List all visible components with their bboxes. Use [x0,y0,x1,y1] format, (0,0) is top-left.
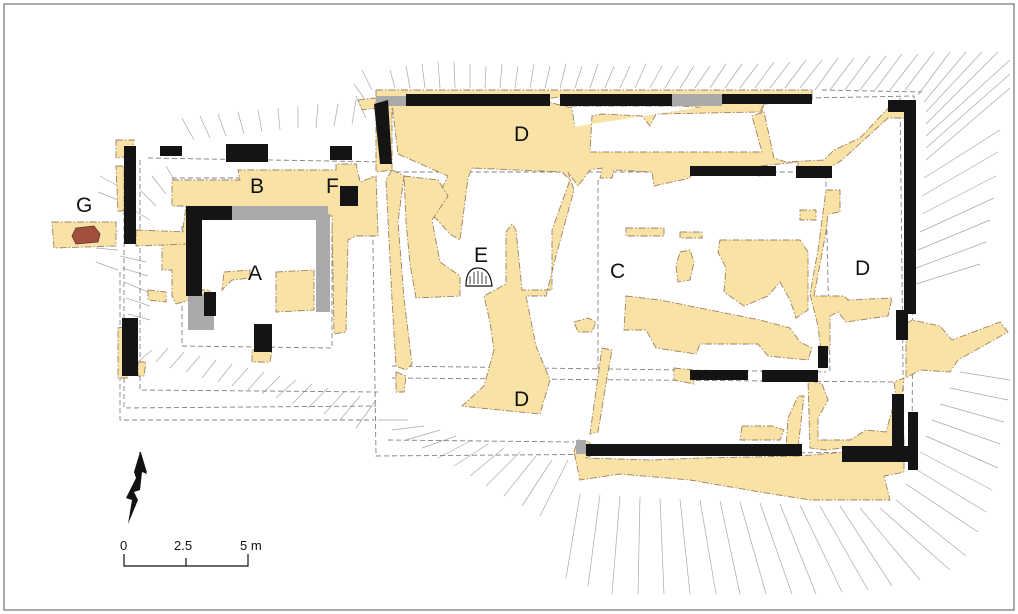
restored-walls [188,94,722,454]
room-label-c: C [610,260,625,283]
room-label-a: A [248,262,262,285]
slope-hachures [95,51,1011,595]
map-frame [3,3,1015,611]
room-label-e: E [474,244,488,267]
feature-e-hearth [465,267,493,287]
north-arrow [126,451,147,524]
room-label-b: B [250,175,264,198]
room-labels: A B C D D D E F G [76,123,870,411]
scale-label-5m: 5 m [240,538,262,553]
scale-label-0: 0 [120,538,127,553]
room-label-d-top: D [514,123,529,146]
scale-bar: 0 2.5 5 m [120,538,262,567]
room-label-d-bottom: D [514,388,529,411]
walls [122,94,918,470]
feature-g-block [71,225,101,245]
room-label-f: F [326,175,339,198]
room-label-g: G [76,194,92,217]
scale-label-2-5: 2.5 [174,538,192,553]
room-label-d-right: D [855,257,870,280]
